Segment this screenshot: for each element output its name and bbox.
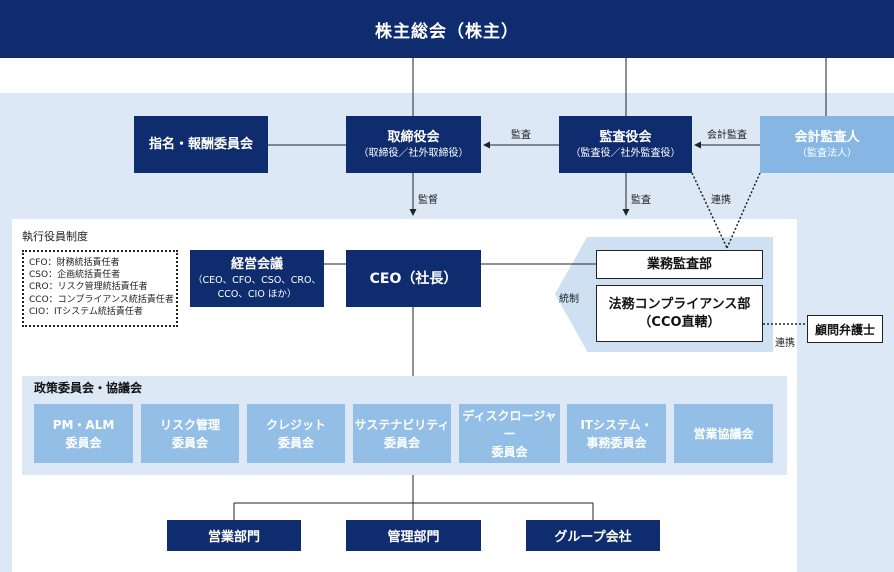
label-control: 統制 [559, 294, 579, 305]
legal-counsel-box: 顧問弁護士 [807, 315, 883, 343]
audit-board-subtitle: （監査役／社外監査役） [570, 147, 681, 159]
legal-compliance-department: 法務コンプライアンス部 （CCO直轄） [596, 285, 763, 342]
committee-line-1: ITシステム・ [580, 417, 653, 432]
committee-line-1: クレジット [265, 417, 326, 432]
committee-it-systems: ITシステム・ 事務委員会 [567, 404, 666, 463]
audit-board-title: 監査役会 [599, 129, 652, 145]
division-group-companies: グループ会社 [526, 520, 660, 551]
label-supervision: 監督 [418, 195, 438, 206]
committee-line-2: 委員会 [383, 435, 420, 450]
label-accounting-audit: 会計監査 [707, 130, 747, 141]
control-arrow-shape [555, 237, 587, 351]
division-sales: 営業部門 [167, 520, 301, 551]
division-label: 管理部門 [387, 530, 440, 545]
committee-line-1: 営業協議会 [693, 426, 754, 441]
committee-line-2: 委員会 [277, 435, 314, 450]
executive-officer-system-label: 執行役員制度 [22, 230, 88, 243]
nomination-committee-label: 指名・報酬委員会 [148, 136, 253, 152]
committee-sustainability: サステナビリティ 委員会 [353, 404, 451, 463]
committee-disclosure: ディスクロージャー 委員会 [459, 404, 560, 463]
committee-pm-alm: PM・ALM 委員会 [34, 404, 133, 463]
division-label: グループ会社 [554, 530, 632, 545]
label-cooperation-top: 連携 [711, 195, 731, 206]
shareholders-meeting: 株主総会（株主） [0, 0, 894, 58]
executive-officer-list: CFO：財務統括責任者 CSO：企画統括責任者 CRO：リスク管理統括責任者 C… [22, 250, 178, 327]
list-item: CSO：企画統括責任者 [29, 270, 121, 281]
accounting-auditor-box: 会計監査人 （監査法人） [760, 116, 894, 173]
committee-line-2: 事務委員会 [586, 435, 647, 450]
committee-line-2: 委員会 [491, 444, 528, 459]
division-label: 営業部門 [207, 530, 260, 545]
internal-audit-department: 業務監査部 [596, 250, 763, 279]
board-subtitle: （取締役／社外取締役） [358, 147, 469, 159]
list-item: CCO：コンプライアンス統括責任者 [29, 294, 174, 305]
committee-credit: クレジット 委員会 [247, 404, 345, 463]
internal-audit-label: 業務監査部 [646, 256, 712, 272]
board-of-directors-box: 取締役会 （取締役／社外取締役） [346, 116, 481, 173]
list-item: CIO：ITシステム統括責任者 [29, 306, 143, 317]
ceo-box: CEO（社長） [346, 250, 481, 307]
committee-line-1: リスク管理 [159, 417, 220, 432]
committee-line-1: サステナビリティ [354, 417, 450, 432]
label-audit-down: 監査 [631, 195, 651, 206]
label-cooperation-bottom: 連携 [775, 338, 795, 349]
management-council-title: 経営会議 [230, 256, 283, 272]
compliance-subtitle: （CCO直轄） [638, 314, 721, 330]
committee-line-2: 委員会 [171, 435, 208, 450]
dotted-audit-to-dept [691, 172, 728, 249]
shareholders-meeting-label: 株主総会（株主） [375, 21, 519, 42]
nomination-committee-box: 指名・報酬委員会 [134, 116, 268, 173]
committees-title: 政策委員会・協議会 [34, 381, 143, 395]
management-council-box: 経営会議 （CEO、CFO、CSO、CRO、 CCO、CIO ほか） [190, 250, 324, 307]
management-council-members-2: CCO、CIO ほか） [217, 288, 297, 300]
label-audit-to-board: 監査 [511, 130, 531, 141]
compliance-title: 法務コンプライアンス部 [608, 296, 751, 312]
accounting-auditor-title: 会計監査人 [794, 129, 860, 145]
committee-line-1: PM・ALM [52, 417, 115, 432]
committee-risk-management: リスク管理 委員会 [141, 404, 239, 463]
division-administration: 管理部門 [346, 520, 481, 551]
management-council-members-1: （CEO、CFO、CSO、CRO、 [192, 274, 322, 286]
list-item: CRO：リスク管理統括責任者 [29, 282, 148, 293]
committee-line-2: 委員会 [65, 435, 102, 450]
board-title: 取締役会 [387, 129, 440, 145]
legal-counsel-label: 顧問弁護士 [814, 322, 875, 337]
accounting-auditor-subtitle: （監査法人） [797, 147, 857, 159]
committee-line-1: ディスクロージャー [462, 408, 557, 441]
audit-board-box: 監査役会 （監査役／社外監査役） [559, 116, 692, 173]
ceo-label: CEO（社長） [369, 270, 458, 287]
committee-sales-council: 営業協議会 [674, 404, 773, 463]
dotted-accountant-to-dept [726, 172, 761, 249]
list-item: CFO：財務統括責任者 [29, 258, 120, 268]
